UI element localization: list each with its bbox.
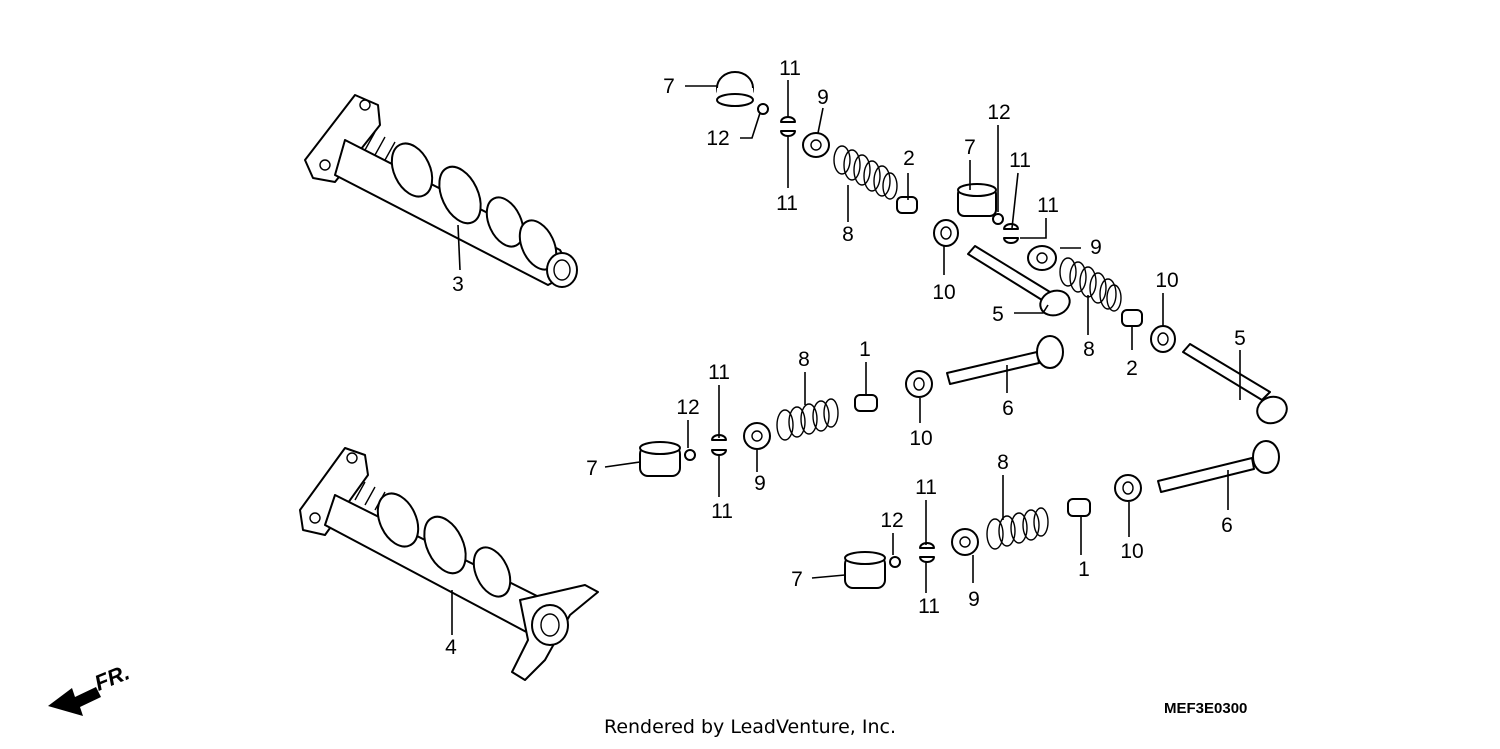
callout-10: 10 (1120, 540, 1143, 563)
callout-2: 2 (903, 147, 915, 170)
callout-1: 1 (859, 338, 871, 361)
spring-3 (776, 398, 839, 441)
callout-2: 2 (1126, 357, 1138, 380)
callout-12: 12 (880, 509, 903, 532)
tappet-4 (844, 551, 886, 589)
tappet-3 (639, 441, 681, 477)
valve-parts (639, 71, 1288, 589)
callout-12: 12 (706, 127, 729, 150)
callout-8: 8 (842, 223, 854, 246)
callout-1: 1 (1078, 558, 1090, 581)
callout-12: 12 (676, 396, 699, 419)
callout-9: 9 (817, 86, 829, 109)
valve-5b (1182, 343, 1288, 425)
diagram-code: MEF3E0300 (1164, 700, 1247, 717)
spring-1 (833, 145, 898, 200)
callout-5: 5 (992, 303, 1004, 326)
callout-4: 4 (445, 636, 457, 659)
leader-lines (451, 80, 1241, 635)
callout-8: 8 (997, 451, 1009, 474)
callout-9: 9 (1090, 236, 1102, 259)
callout-11: 11 (708, 361, 730, 384)
callout-10: 10 (932, 281, 955, 304)
tappet-2 (957, 183, 997, 217)
camshaft-lower (299, 447, 599, 681)
callout-labels: 3 4 7 7 7 7 12 12 12 12 11 11 11 11 11 1… (445, 57, 1246, 659)
callout-6: 6 (1221, 514, 1233, 537)
callout-11: 11 (779, 57, 801, 80)
callout-10: 10 (909, 427, 932, 450)
callout-3: 3 (452, 273, 464, 296)
tappet-1 (716, 71, 754, 107)
valve-6b (1157, 440, 1280, 493)
callout-7: 7 (791, 568, 803, 591)
callout-11: 11 (711, 500, 733, 523)
callout-7: 7 (663, 75, 675, 98)
callout-8: 8 (1083, 338, 1095, 361)
callout-9: 9 (968, 588, 980, 611)
valve-5a (967, 245, 1071, 317)
credit-line: Rendered by LeadVenture, Inc. (603, 716, 897, 738)
callout-7: 7 (964, 136, 976, 159)
front-label: FR. (91, 659, 133, 695)
callout-11: 11 (1009, 149, 1031, 172)
callout-7: 7 (586, 457, 598, 480)
valve-6a (946, 335, 1064, 385)
callout-11: 11 (776, 192, 798, 215)
callout-6: 6 (1002, 397, 1014, 420)
callout-10: 10 (1155, 269, 1178, 292)
callout-9: 9 (754, 472, 766, 495)
callout-5: 5 (1234, 327, 1246, 350)
camshaft-upper (304, 94, 578, 288)
front-arrow-icon: FR. (48, 659, 133, 716)
callout-11: 11 (1037, 194, 1059, 217)
callout-11: 11 (918, 595, 940, 618)
spring-4 (986, 507, 1049, 550)
callout-8: 8 (798, 348, 810, 371)
callout-11: 11 (915, 476, 937, 499)
callout-12: 12 (987, 101, 1010, 124)
